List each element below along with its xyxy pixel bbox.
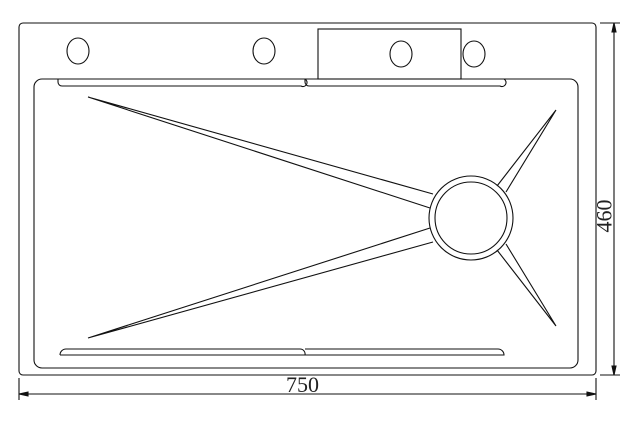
top-ledge <box>57 78 507 88</box>
bottom-ledge <box>59 348 505 356</box>
height-dimension-label: 460 <box>591 199 617 233</box>
drain-outer <box>428 175 514 261</box>
basin <box>33 78 579 369</box>
groove-bottom-right <box>496 243 557 327</box>
drain-inner <box>434 181 508 255</box>
tap-hole-3 <box>389 40 413 68</box>
height-arrows <box>611 22 617 376</box>
height-dimension-line <box>600 22 620 376</box>
sink-outer-rim <box>18 22 597 376</box>
width-dimension-line <box>18 378 597 400</box>
width-arrows <box>18 391 597 397</box>
groove-top-left <box>87 96 434 209</box>
tap-hole-1 <box>66 37 90 65</box>
tap-hole-2 <box>252 37 276 65</box>
width-dimension-label: 750 <box>286 372 319 397</box>
tap-hole-4 <box>462 40 486 68</box>
accessory-panel <box>317 28 462 80</box>
groove-bottom-left <box>87 227 434 339</box>
groove-top-right <box>496 109 557 193</box>
